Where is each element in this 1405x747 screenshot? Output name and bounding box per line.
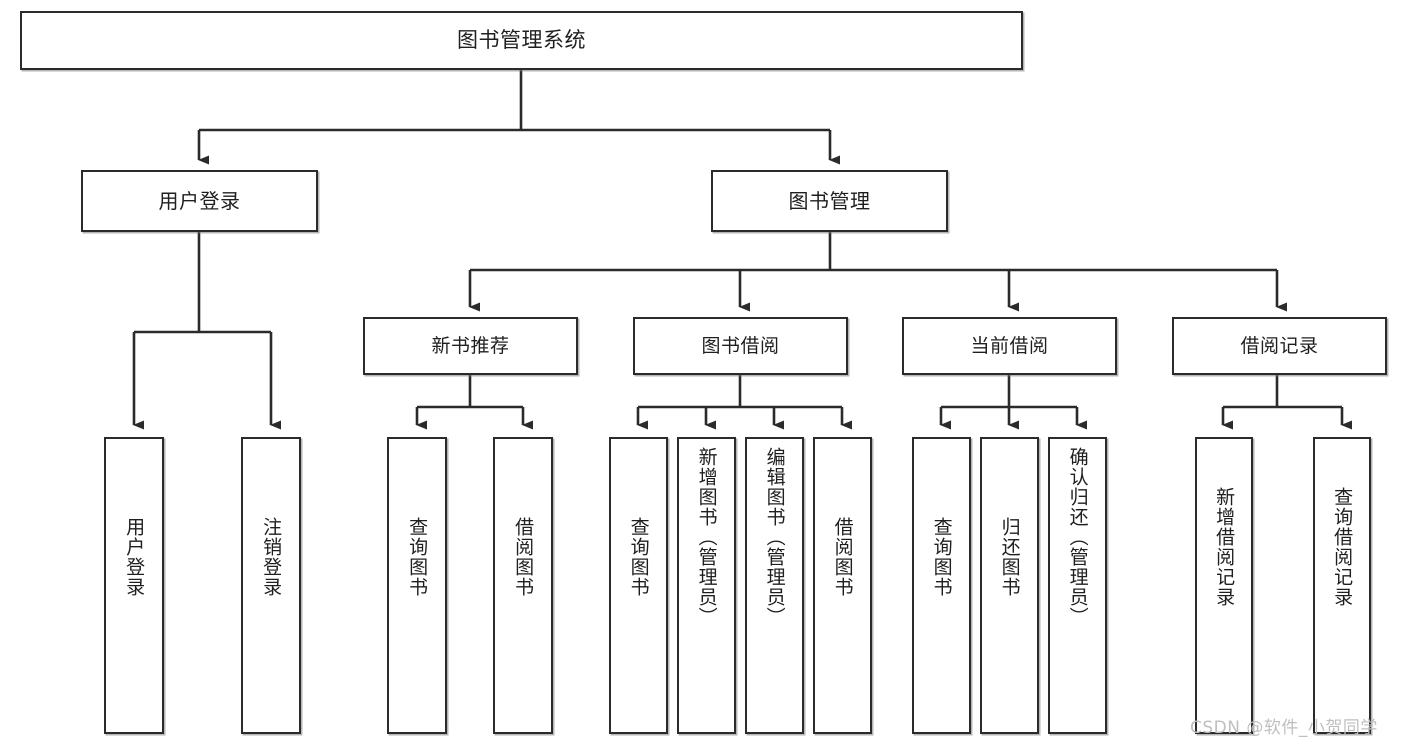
leaf-recommend-borrow-book[interactable]: 借阅图书 (493, 437, 553, 734)
leaf-current-confirm-return-admin[interactable]: 确认归还（管理员） (1048, 437, 1107, 734)
node-label: 用户登录 (158, 189, 241, 213)
node-root-system[interactable]: 图书管理系统 (20, 11, 1023, 70)
node-label: 借阅图书 (512, 517, 535, 597)
leaf-recommend-query-book[interactable]: 查询图书 (387, 437, 447, 734)
node-label: 查询图书 (930, 517, 953, 597)
leaf-user-login-login[interactable]: 用户登录 (104, 437, 164, 734)
node-label: 用户登录 (123, 517, 146, 597)
node-book-borrow[interactable]: 图书借阅 (633, 317, 848, 375)
node-borrow-record[interactable]: 借阅记录 (1172, 317, 1387, 375)
leaf-current-query-book[interactable]: 查询图书 (912, 437, 971, 734)
leaf-borrow-query-book[interactable]: 查询图书 (609, 437, 668, 734)
leaf-current-return-book[interactable]: 归还图书 (980, 437, 1039, 734)
node-label: 查询图书 (627, 517, 650, 597)
node-current-borrow[interactable]: 当前借阅 (902, 317, 1117, 375)
node-label: 图书管理 (788, 189, 871, 213)
node-label: 查询借阅记录 (1331, 487, 1354, 607)
node-user-login[interactable]: 用户登录 (81, 170, 318, 232)
node-label: 当前借阅 (970, 334, 1049, 357)
leaf-borrow-borrow-book[interactable]: 借阅图书 (813, 437, 872, 734)
node-label: 图书管理系统 (457, 27, 586, 52)
node-label: 查询图书 (406, 517, 429, 597)
leaf-record-add-record[interactable]: 新增借阅记录 (1195, 437, 1253, 734)
node-label: 借阅记录 (1240, 334, 1319, 357)
node-label: 借阅图书 (831, 517, 854, 597)
node-label: 新增图书（管理员） (695, 447, 718, 627)
node-new-book-recommend[interactable]: 新书推荐 (363, 317, 578, 375)
leaf-borrow-add-book-admin[interactable]: 新增图书（管理员） (677, 437, 736, 734)
node-label: 图书借阅 (701, 334, 780, 357)
node-label: 确认归还（管理员） (1066, 447, 1089, 627)
leaf-borrow-edit-book-admin[interactable]: 编辑图书（管理员） (745, 437, 804, 734)
node-label: 编辑图书（管理员） (763, 447, 786, 627)
node-label: 归还图书 (998, 517, 1021, 597)
leaf-record-query-record[interactable]: 查询借阅记录 (1313, 437, 1371, 734)
node-label: 新增借阅记录 (1213, 487, 1236, 607)
node-book-management[interactable]: 图书管理 (711, 170, 948, 232)
csdn-watermark: CSDN @软件_小贺同学 (1190, 718, 1378, 738)
leaf-user-login-logout[interactable]: 注销登录 (241, 437, 301, 734)
node-label: 注销登录 (260, 517, 283, 597)
node-label: 新书推荐 (431, 334, 510, 357)
